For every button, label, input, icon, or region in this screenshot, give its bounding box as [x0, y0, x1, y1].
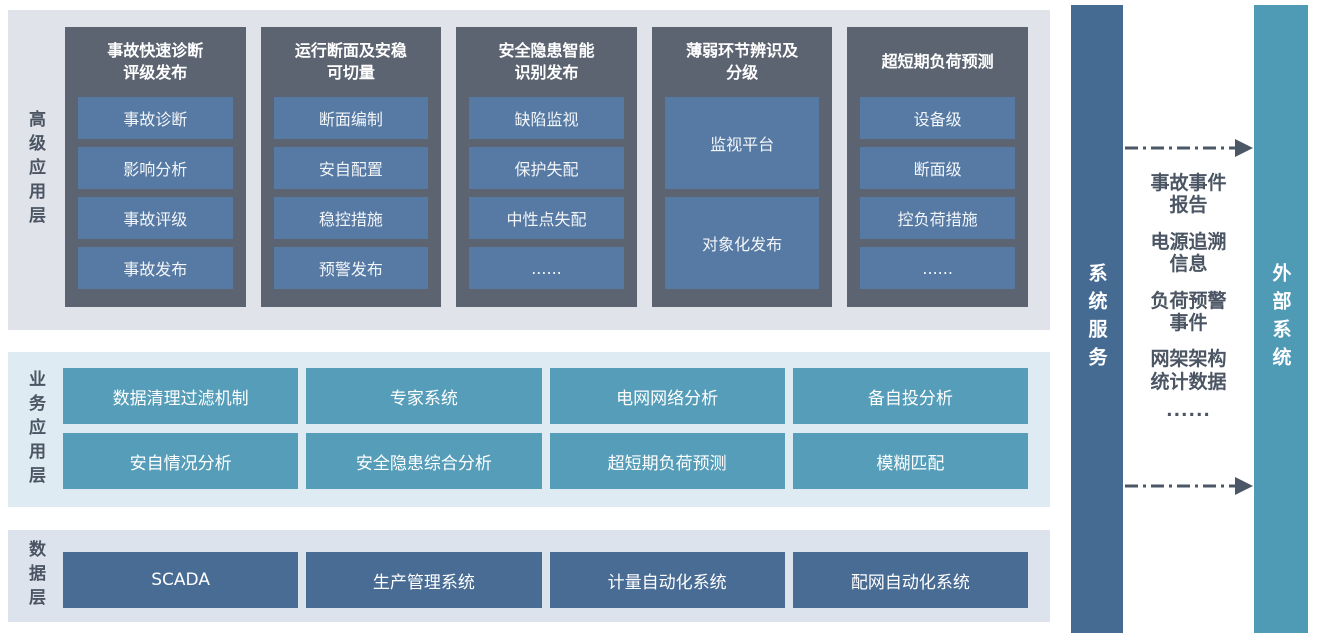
column-items: 监视平台 对象化发布 [664, 97, 820, 291]
diagram-box: 断面级 [860, 147, 1015, 189]
diagram-box: 保护失配 [469, 147, 624, 189]
exchange-flow-area: 事故事件 报告 电源追溯 信息 负荷预警 事件 网架架构 统计数据 ...... [1123, 0, 1254, 638]
diagram-box: 事故诊断 [78, 97, 233, 139]
diagram-box: 事故评级 [78, 197, 233, 239]
column-weak-link: 薄弱环节辨识及 分级 监视平台 对象化发布 [651, 27, 833, 307]
column-title: 薄弱环节辨识及 分级 [686, 40, 799, 82]
diagram-box: 模糊匹配 [792, 433, 1028, 489]
column-items: 事故诊断 影响分析 事故评级 事故发布 [78, 97, 233, 291]
column-accident-diagnosis: 事故快速诊断 评级发布 事故诊断 影响分析 事故评级 事故发布 [65, 27, 246, 307]
business-row: 安自情况分析 安全隐患综合分析 超短期负荷预测 模糊匹配 [63, 433, 1028, 489]
column-load-forecast: 超短期负荷预测 设备级 断面级 控负荷措施 ...... [847, 27, 1028, 307]
system-service-bar: 系统服务 [1071, 5, 1123, 633]
business-layer-label: 业务应用层 [8, 352, 63, 507]
exchange-item: 电源追溯 信息 [1150, 230, 1227, 276]
advanced-layer-label: 高级应用层 [8, 10, 63, 330]
diagram-box: 电网网络分析 [549, 368, 785, 424]
diagram-box: 安全隐患综合分析 [306, 433, 542, 489]
advanced-columns: 事故快速诊断 评级发布 事故诊断 影响分析 事故评级 事故发布 运行断面及安稳 … [65, 27, 1028, 307]
column-title: 超短期负荷预测 [881, 51, 994, 71]
diagram-box: 影响分析 [78, 147, 233, 189]
column-title: 运行断面及安稳 可切量 [294, 40, 407, 82]
diagram-box: 缺陷监视 [469, 97, 624, 139]
column-items: 断面编制 安自配置 稳控措施 预警发布 [273, 97, 429, 291]
data-layer-panel: 数据层 SCADA 生产管理系统 计量自动化系统 配网自动化系统 [8, 530, 1050, 622]
diagram-box: 设备级 [860, 97, 1015, 139]
flow-arrow-icon [1125, 139, 1253, 157]
diagram-box: 专家系统 [306, 368, 542, 424]
diagram-box: 控负荷措施 [860, 197, 1015, 239]
data-layer-label: 数据层 [8, 530, 63, 622]
diagram-box: 安自情况分析 [63, 433, 299, 489]
column-items: 设备级 断面级 控负荷措施 ...... [860, 97, 1015, 291]
column-title: 事故快速诊断 评级发布 [107, 40, 204, 82]
diagram-box: ...... [860, 247, 1015, 289]
advanced-application-layer-panel: 高级应用层 事故快速诊断 评级发布 事故诊断 影响分析 事故评级 事故发布 运行… [8, 10, 1050, 330]
diagram-box: 超短期负荷预测 [549, 433, 785, 489]
diagram-box: 断面编制 [273, 97, 429, 139]
business-application-layer-panel: 业务应用层 数据清理过滤机制 专家系统 电网网络分析 备自投分析 安自情况分析 … [8, 352, 1050, 507]
diagram-box: ...... [469, 247, 624, 289]
diagram-box: 生产管理系统 [306, 552, 542, 608]
diagram-box: SCADA [63, 552, 299, 608]
diagram-box: 事故发布 [78, 247, 233, 289]
business-row: 数据清理过滤机制 专家系统 电网网络分析 备自投分析 [63, 368, 1028, 424]
flow-arrow-icon [1125, 477, 1253, 495]
exchange-item: 事故事件 报告 [1150, 172, 1227, 217]
business-layer-label-text: 业务应用层 [25, 369, 45, 490]
exchange-item-list: 事故事件 报告 电源追溯 信息 负荷预警 事件 网架架构 统计数据 ...... [1123, 172, 1254, 421]
diagram-box: 配网自动化系统 [792, 552, 1028, 608]
advanced-layer-label-text: 高级应用层 [25, 110, 45, 230]
column-title: 安全隐患智能 识别发布 [498, 40, 595, 82]
diagram-box: 数据清理过滤机制 [63, 368, 299, 424]
external-system-bar-label: 外部系统 [1269, 263, 1292, 375]
diagram-box: 监视平台 [664, 97, 820, 189]
business-grid: 数据清理过滤机制 专家系统 电网网络分析 备自投分析 安自情况分析 安全隐患综合… [63, 368, 1028, 489]
exchange-item: 负荷预警 事件 [1150, 289, 1227, 335]
system-service-bar-label: 系统服务 [1085, 263, 1108, 375]
exchange-item: 网架架构 统计数据 [1150, 348, 1227, 393]
external-system-bar: 外部系统 [1254, 5, 1308, 633]
exchange-item-ellipsis: ...... [1166, 401, 1211, 422]
diagram-box: 中性点失配 [469, 197, 624, 239]
diagram-box: 对象化发布 [664, 197, 820, 289]
column-items: 缺陷监视 保护失配 中性点失配 ...... [469, 97, 624, 291]
column-hidden-danger: 安全隐患智能 识别发布 缺陷监视 保护失配 中性点失配 ...... [456, 27, 637, 307]
diagram-box: 计量自动化系统 [549, 552, 785, 608]
diagram-box: 安自配置 [273, 147, 429, 189]
data-layer-row: SCADA 生产管理系统 计量自动化系统 配网自动化系统 [63, 552, 1028, 608]
diagram-box: 预警发布 [273, 247, 429, 289]
data-layer-label-text: 数据层 [25, 540, 45, 612]
diagram-box: 备自投分析 [792, 368, 1028, 424]
column-operation-section: 运行断面及安稳 可切量 断面编制 安自配置 稳控措施 预警发布 [260, 27, 442, 307]
diagram-box: 稳控措施 [273, 197, 429, 239]
